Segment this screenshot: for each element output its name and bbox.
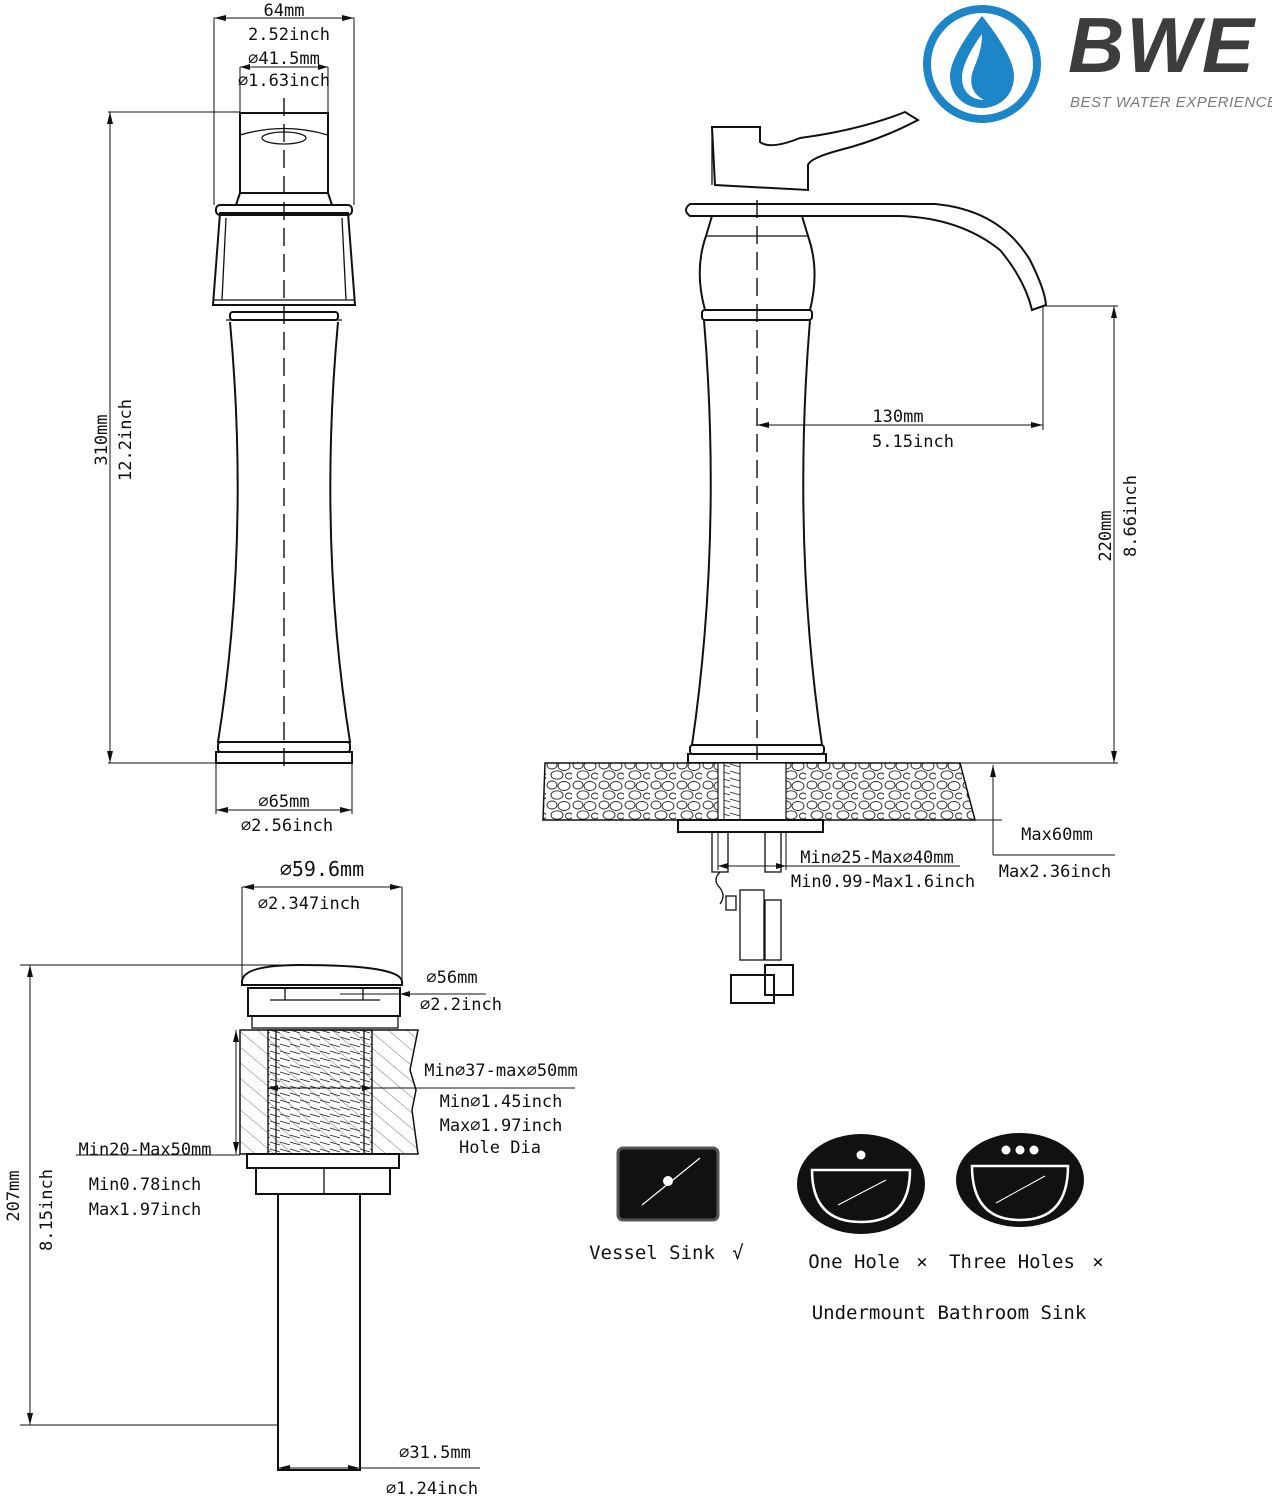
- drain-cap-dia-mm: ⌀59.6mm: [280, 857, 364, 881]
- side-deck-max-in: Max2.36inch: [999, 862, 1112, 882]
- drain-cap-dia-in: ⌀2.347inch: [258, 894, 360, 914]
- drain-tailpiece: [277, 1193, 361, 1471]
- side-reach-mm: 130mm: [872, 407, 923, 427]
- drain-height-in: 8.15inch: [37, 1169, 57, 1251]
- side-deck-max-mm: Max60mm: [1021, 825, 1093, 845]
- vessel-sink-check-icon: √: [732, 1242, 743, 1264]
- drain-threaded-body: [267, 1029, 373, 1155]
- brand-name: BWE: [1068, 1, 1256, 89]
- vessel-sink-icon: [616, 1146, 720, 1222]
- drain-cap: [241, 963, 403, 986]
- front-top-width-mm: 64mm: [264, 1, 305, 21]
- three-holes-label: Three Holes: [949, 1251, 1075, 1273]
- side-hole-mm: Min⌀25-Max⌀40mm: [800, 848, 954, 868]
- undermount-label: Undermount Bathroom Sink: [812, 1302, 1087, 1324]
- side-view: 130mm 5.15inch 220mm 8.66inch Max60mm Ma…: [542, 110, 1141, 1004]
- bwe-logo: [923, 5, 1041, 123]
- drain-hole-label: Hole Dia: [459, 1138, 541, 1158]
- side-hole-in: Min0.99-Max1.6inch: [791, 872, 975, 892]
- drain-flange-dia-in: ⌀2.2inch: [420, 995, 502, 1015]
- front-top-width-in: 2.52inch: [248, 25, 330, 45]
- one-hole-cross-icon: ×: [916, 1251, 927, 1273]
- front-handle-dia-mm: ⌀41.5mm: [248, 49, 320, 69]
- brand-tagline: BEST WATER EXPERIENCE: [1070, 94, 1272, 111]
- three-holes-sink-icon: [956, 1133, 1084, 1227]
- waterfall-spout: [685, 203, 1048, 312]
- logo-ring-icon: [923, 5, 1041, 123]
- drain-hole-min-in: Min⌀1.45inch: [440, 1092, 563, 1112]
- drain-thickness-mm: Min20-Max50mm: [78, 1140, 211, 1160]
- drain-flange-dia-mm: ⌀56mm: [426, 968, 477, 988]
- bell-body: [211, 212, 357, 306]
- drain-view: ⌀59.6mm ⌀2.347inch ⌀56mm ⌀2.2inch Min⌀37…: [4, 857, 578, 1499]
- side-spout-height-in: 8.66inch: [1121, 475, 1141, 557]
- drain-hole-mm: Min⌀37-max⌀50mm: [424, 1061, 578, 1081]
- drain-tail-dia-mm: ⌀31.5mm: [399, 1443, 471, 1463]
- front-base-dia-in: ⌀2.56inch: [241, 816, 333, 836]
- side-spout-height-mm: 220mm: [1096, 510, 1116, 561]
- front-base-dia-mm: ⌀65mm: [258, 792, 309, 812]
- one-hole-label: One Hole: [808, 1251, 900, 1273]
- one-hole-sink-icon: [797, 1134, 925, 1234]
- drain-hole-max-in: Max⌀1.97inch: [440, 1116, 563, 1136]
- sink-compatibility: Vessel Sink √ One Hole × Three Holes × U…: [589, 1133, 1104, 1324]
- drain-height-mm: 207mm: [4, 1170, 24, 1221]
- front-height-in: 12.2inch: [116, 399, 136, 481]
- front-handle-dia-in: ⌀1.63inch: [238, 71, 330, 91]
- drain-thickness-max-in: Max1.97inch: [89, 1200, 202, 1220]
- lever-handle: [710, 110, 921, 192]
- side-reach-in: 5.15inch: [872, 432, 954, 452]
- drain-tail-dia-in: ⌀1.24inch: [386, 1479, 478, 1499]
- vessel-sink-label: Vessel Sink: [589, 1242, 715, 1264]
- front-view: 64mm 2.52inch ⌀41.5mm ⌀1.63inch 310mm 12…: [92, 1, 357, 836]
- front-height-mm: 310mm: [92, 414, 112, 465]
- drain-thickness-min-in: Min0.78inch: [89, 1175, 202, 1195]
- three-holes-cross-icon: ×: [1092, 1251, 1103, 1273]
